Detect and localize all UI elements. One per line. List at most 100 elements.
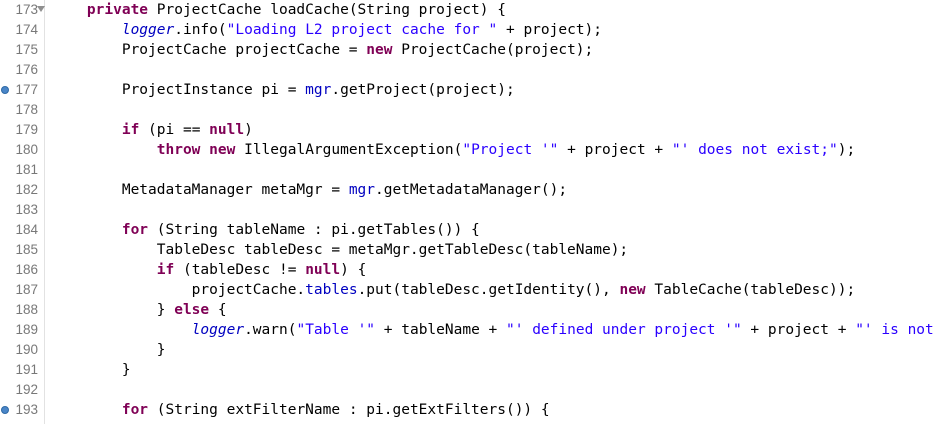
- line-number: 193: [15, 402, 38, 417]
- code-token: ) {: [340, 262, 367, 278]
- code-token: [52, 22, 122, 38]
- code-token: if: [156, 262, 175, 278]
- code-token: .put(tableDesc.getIdentity(),: [357, 282, 620, 298]
- code-token: "Project '": [462, 142, 559, 158]
- code-token: .getProject(project);: [331, 82, 515, 98]
- line-number: 183: [15, 202, 38, 217]
- code-line[interactable]: 182 MetadataManager metaMgr = mgr.getMet…: [0, 180, 936, 200]
- code-line[interactable]: 183: [0, 200, 936, 220]
- code-token: "' defined under project '": [506, 322, 742, 338]
- line-number: 176: [15, 62, 38, 77]
- code-line[interactable]: 174 logger.info("Loading L2 project cach…: [0, 20, 936, 40]
- code-token: for: [121, 222, 149, 238]
- code-token: private: [86, 2, 149, 18]
- code-token: (pi ==: [139, 122, 210, 138]
- code-text[interactable]: ProjectInstance pi = mgr.getProject(proj…: [52, 80, 515, 100]
- code-line[interactable]: 176: [0, 60, 936, 80]
- code-line[interactable]: 185 TableDesc tableDesc = metaMgr.getTab…: [0, 240, 936, 260]
- code-token: IllegalArgumentException(: [235, 142, 463, 158]
- code-token: }: [52, 302, 175, 318]
- code-text[interactable]: if (pi == null): [52, 120, 253, 140]
- code-text[interactable]: ProjectCache projectCache = new ProjectC…: [52, 40, 593, 60]
- line-number: 192: [15, 382, 38, 397]
- override-marker-icon[interactable]: [1, 86, 9, 94]
- line-number: 189: [15, 322, 38, 337]
- line-number: 190: [15, 342, 38, 357]
- code-token: ): [244, 122, 253, 138]
- code-line[interactable]: 192: [0, 380, 936, 400]
- code-text[interactable]: throw new IllegalArgumentException("Proj…: [52, 140, 855, 160]
- code-token: null: [209, 122, 245, 138]
- code-line[interactable]: 189 logger.warn("Table '" + tableName + …: [0, 320, 936, 340]
- line-number: 191: [15, 362, 38, 377]
- code-token: "' is not found": [855, 322, 934, 338]
- code-line[interactable]: 179 if (pi == null): [0, 120, 936, 140]
- code-token: mgr: [348, 182, 376, 198]
- code-token: for: [121, 402, 149, 418]
- code-token: mgr: [305, 82, 332, 98]
- line-number: 181: [15, 162, 38, 177]
- override-marker-icon[interactable]: [1, 406, 9, 414]
- code-token: }: [52, 342, 166, 358]
- code-token: TableDesc tableDesc = metaMgr.getTableDe…: [52, 242, 629, 258]
- code-text[interactable]: logger.warn("Table '" + tableName + "' d…: [52, 320, 936, 340]
- code-line[interactable]: 173 private ProjectCache loadCache(Strin…: [0, 0, 936, 20]
- code-line[interactable]: 177 ProjectInstance pi = mgr.getProject(…: [0, 80, 936, 100]
- code-token: else: [174, 302, 210, 318]
- code-token: [52, 322, 192, 338]
- code-line[interactable]: 181: [0, 160, 936, 180]
- code-text[interactable]: TableDesc tableDesc = metaMgr.getTableDe…: [52, 240, 628, 260]
- line-number: 178: [15, 102, 38, 117]
- code-token: new: [209, 142, 236, 158]
- code-token: + project +: [558, 142, 672, 158]
- code-text[interactable]: }: [52, 360, 131, 380]
- code-line[interactable]: 190 }: [0, 340, 936, 360]
- code-text[interactable]: projectCache.tables.put(tableDesc.getIde…: [52, 280, 856, 300]
- line-number: 187: [15, 282, 38, 297]
- code-token: ProjectCache projectCache =: [52, 42, 367, 58]
- code-text[interactable]: private ProjectCache loadCache(String pr…: [52, 0, 506, 20]
- code-line[interactable]: 175 ProjectCache projectCache = new Proj…: [0, 40, 936, 60]
- line-number: 186: [15, 262, 38, 277]
- code-text[interactable]: logger.info("Loading L2 project cache fo…: [52, 20, 602, 40]
- code-token: + project);: [497, 22, 603, 38]
- code-token: + tableName +: [375, 322, 506, 338]
- code-line[interactable]: 193 for (String extFilterName : pi.getEx…: [0, 400, 936, 420]
- code-token: throw: [156, 142, 201, 158]
- code-token: logger: [191, 322, 245, 338]
- code-token: null: [305, 262, 341, 278]
- code-line[interactable]: 186 if (tableDesc != null) {: [0, 260, 936, 280]
- code-text[interactable]: }: [52, 340, 166, 360]
- code-token: ProjectInstance pi =: [52, 82, 306, 98]
- code-token: if: [121, 122, 140, 138]
- code-line[interactable]: 178: [0, 100, 936, 120]
- line-number: 179: [15, 122, 38, 137]
- code-token: "Loading L2 project cache for ": [226, 22, 498, 38]
- code-token: ProjectCache loadCache(String project) {: [148, 2, 506, 18]
- code-text[interactable]: } else {: [52, 300, 227, 320]
- line-number: 175: [15, 42, 38, 57]
- code-line[interactable]: 184 for (String tableName : pi.getTables…: [0, 220, 936, 240]
- code-token: projectCache.: [52, 282, 306, 298]
- code-token: new: [366, 42, 393, 58]
- code-token: }: [52, 362, 131, 378]
- code-token: new: [619, 282, 646, 298]
- code-line[interactable]: 191 }: [0, 360, 936, 380]
- code-text[interactable]: MetadataManager metaMgr = mgr.getMetadat…: [52, 180, 567, 200]
- code-text[interactable]: for (String tableName : pi.getTables()) …: [52, 220, 480, 240]
- code-token: .warn(: [244, 322, 297, 338]
- line-number: 188: [15, 302, 38, 317]
- line-number: 174: [15, 22, 38, 37]
- code-token: (String tableName : pi.getTables()) {: [148, 222, 480, 238]
- code-text[interactable]: for (String extFilterName : pi.getExtFil…: [52, 400, 550, 420]
- line-number-ruler: [0, 0, 45, 424]
- fold-collapse-icon[interactable]: [37, 6, 45, 12]
- code-text[interactable]: if (tableDesc != null) {: [52, 260, 367, 280]
- code-token: [52, 142, 157, 158]
- code-line[interactable]: 180 throw new IllegalArgumentException("…: [0, 140, 936, 160]
- code-line[interactable]: 188 } else {: [0, 300, 936, 320]
- code-token: {: [209, 302, 227, 318]
- code-token: (String extFilterName : pi.getExtFilters…: [148, 402, 550, 418]
- code-line[interactable]: 187 projectCache.tables.put(tableDesc.ge…: [0, 280, 936, 300]
